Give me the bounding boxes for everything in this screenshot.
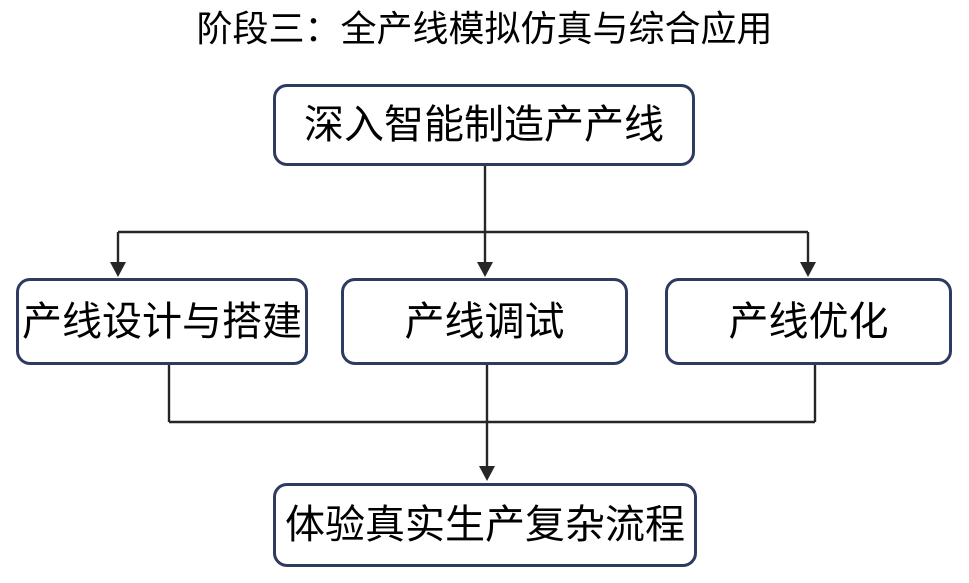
- diagram-title: 阶段三：全产线模拟仿真与综合应用: [196, 9, 773, 49]
- node-mid-left-box: 产线设计与搭建: [16, 278, 308, 365]
- node-mid-right-box: 产线优化: [665, 278, 952, 365]
- node-mid-center-box: 产线调试: [341, 278, 628, 365]
- arrowhead-right: [800, 262, 816, 277]
- arrowhead-center: [477, 262, 493, 277]
- node-top-box: 深入智能制造产产线: [273, 84, 695, 166]
- arrowhead-left: [110, 262, 126, 277]
- node-bottom-box: 体验真实生产复杂流程: [273, 483, 697, 567]
- arrowhead-bottom: [479, 466, 495, 481]
